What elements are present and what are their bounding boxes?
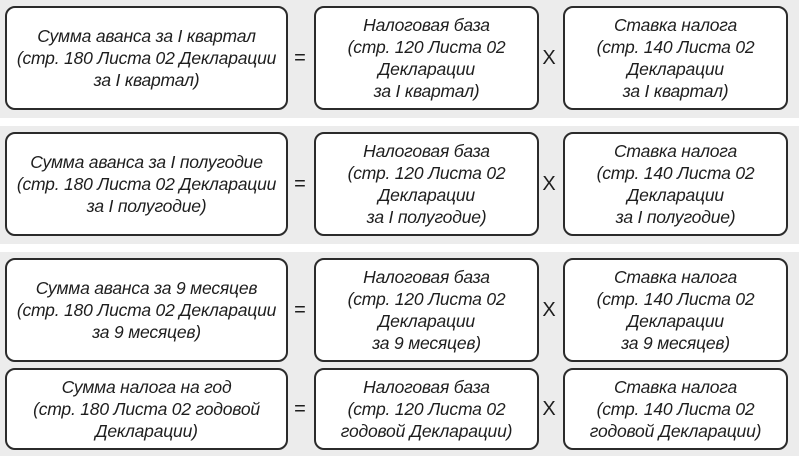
multiply-sign: X: [542, 173, 556, 195]
box-line: за 9 месяцев): [92, 322, 201, 342]
multiply-sign: X: [542, 47, 556, 69]
box-line: (стр. 120 Листа 02: [347, 163, 506, 183]
tax-base-annual-box: Налоговая база (стр. 120 Листа 02 годово…: [314, 368, 539, 450]
box-line: Налоговая база: [363, 267, 490, 287]
box-line: годовой Декларации): [589, 421, 762, 441]
tax-rate-q1-box: Ставка налога (стр. 140 Листа 02 Деклара…: [563, 6, 788, 110]
box-line: Декларации: [378, 59, 475, 79]
box-line: Ставка налога: [613, 377, 738, 397]
tax-base-9m-box: Налоговая база (стр. 120 Листа 02 Деклар…: [314, 258, 539, 362]
box-line: Налоговая база: [363, 15, 490, 35]
box-line: (стр. 180 Листа 02 Декларации: [16, 174, 277, 194]
box-line: за I квартал): [93, 70, 200, 90]
box-line: (стр. 140 Листа 02: [596, 163, 755, 183]
box-line: (стр. 140 Листа 02: [596, 399, 755, 419]
box-line: за I квартал): [622, 81, 729, 101]
box-line: (стр. 120 Листа 02: [347, 399, 506, 419]
box-line: за I полугодие): [615, 207, 736, 227]
box-line: за I квартал): [373, 81, 480, 101]
box-line: Налоговая база: [363, 377, 490, 397]
box-line: (стр. 120 Листа 02: [347, 289, 506, 309]
box-line: Декларации: [378, 311, 475, 331]
box-line: (стр. 120 Листа 02: [347, 37, 506, 57]
tax-base-h1-box: Налоговая база (стр. 120 Листа 02 Деклар…: [314, 132, 539, 236]
annual-tax-sum-box: Сумма налога на год (стр. 180 Листа 02 г…: [5, 368, 288, 450]
box-line: за I полугодие): [366, 207, 487, 227]
tax-rate-annual-box: Ставка налога (стр. 140 Листа 02 годовой…: [563, 368, 788, 450]
box-line: (стр. 180 Листа 02 годовой: [33, 399, 260, 419]
box-line: Сумма аванса за I полугодие: [30, 152, 263, 172]
box-line: Ставка налога: [613, 15, 738, 35]
advance-sum-h1-box: Сумма аванса за I полугодие (стр. 180 Ли…: [5, 132, 288, 236]
equals-sign: =: [294, 299, 306, 321]
box-line: за I полугодие): [86, 196, 207, 216]
box-line: (стр. 140 Листа 02: [596, 289, 755, 309]
tax-rate-h1-box: Ставка налога (стр. 140 Листа 02 Деклара…: [563, 132, 788, 236]
multiply-sign: X: [542, 299, 556, 321]
box-line: Ставка налога: [613, 267, 738, 287]
box-line: Налоговая база: [363, 141, 490, 161]
tax-rate-9m-box: Ставка налога (стр. 140 Листа 02 Деклара…: [563, 258, 788, 362]
box-line: за 9 месяцев): [621, 333, 730, 353]
advance-sum-q1-box: Сумма аванса за I квартал (стр. 180 Лист…: [5, 6, 288, 110]
tax-base-q1-box: Налоговая база (стр. 120 Листа 02 Деклар…: [314, 6, 539, 110]
box-line: (стр. 180 Листа 02 Декларации: [16, 48, 277, 68]
box-line: Сумма аванса за 9 месяцев: [35, 278, 258, 298]
equals-sign: =: [294, 173, 306, 195]
equals-sign: =: [294, 398, 306, 420]
box-line: за 9 месяцев): [372, 333, 481, 353]
box-line: Ставка налога: [613, 141, 738, 161]
box-line: (стр. 180 Листа 02 Декларации: [16, 300, 277, 320]
box-line: Сумма аванса за I квартал: [37, 26, 256, 46]
box-line: Декларации): [95, 421, 198, 441]
box-line: (стр. 140 Листа 02: [596, 37, 755, 57]
box-line: Декларации: [378, 185, 475, 205]
box-line: Сумма налога на год: [61, 377, 232, 397]
advance-sum-9m-box: Сумма аванса за 9 месяцев (стр. 180 Лист…: [5, 258, 288, 362]
equals-sign: =: [294, 47, 306, 69]
box-line: Декларации: [627, 185, 724, 205]
box-line: годовой Декларации): [340, 421, 513, 441]
box-line: Декларации: [627, 59, 724, 79]
multiply-sign: X: [542, 398, 556, 420]
box-line: Декларации: [627, 311, 724, 331]
